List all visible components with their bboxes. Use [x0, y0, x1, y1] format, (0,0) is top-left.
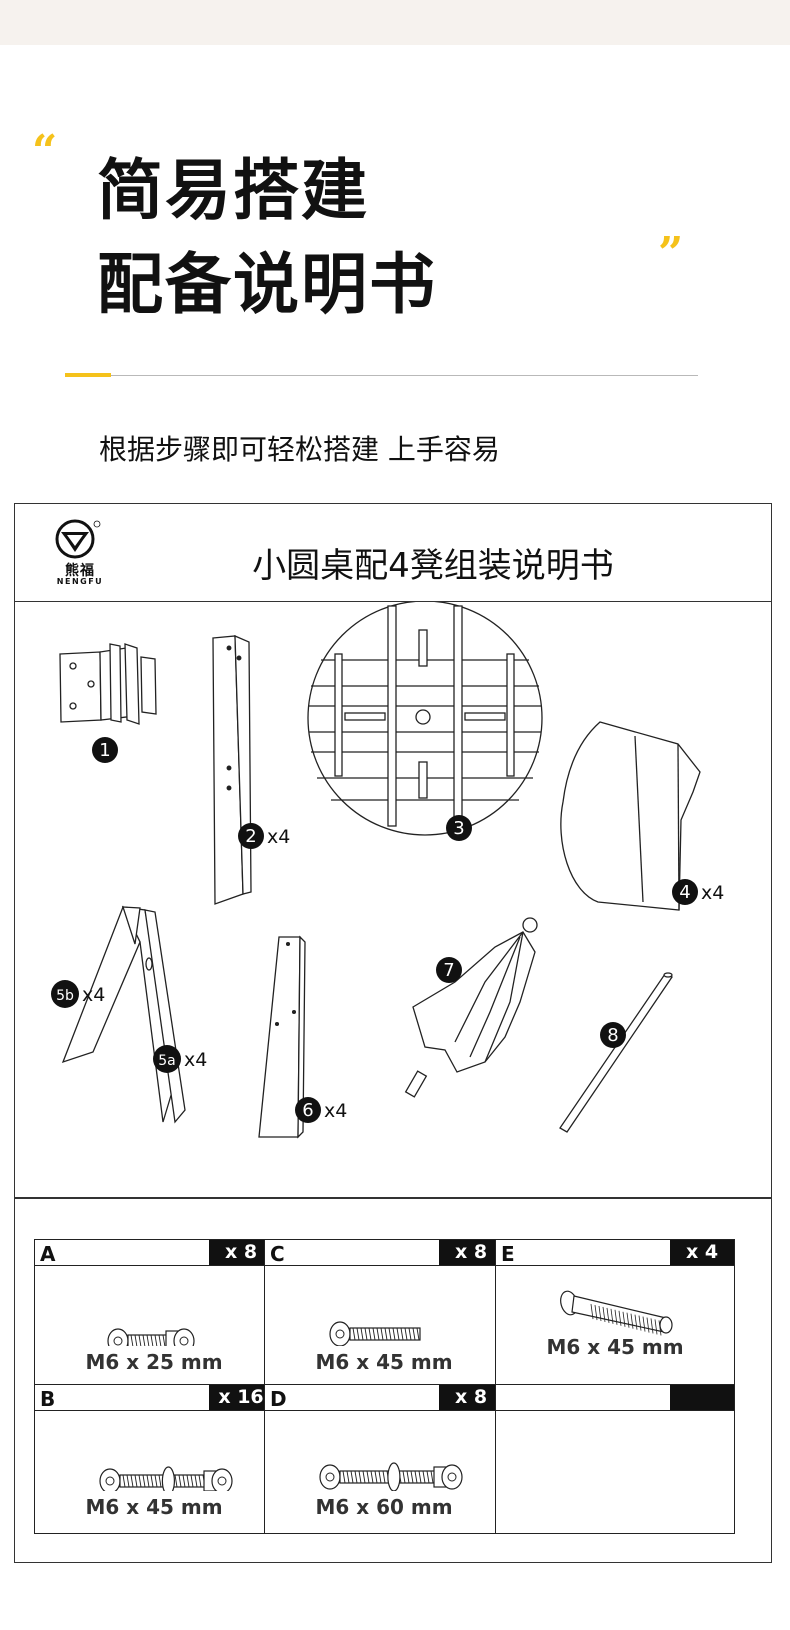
- part-number-5b: 5b: [56, 988, 74, 1004]
- bolt-icon: [107, 1328, 195, 1346]
- brand-emblem-icon: [55, 519, 101, 559]
- part-badge-4: 4 x4: [672, 879, 724, 905]
- hardware-letter: D: [270, 1387, 287, 1411]
- hardware-qty: x 8: [439, 1240, 503, 1265]
- hardware-spec: M6 x 45 mm: [315, 1350, 453, 1374]
- hardware-letter: A: [40, 1242, 56, 1266]
- hardware-cell-header: [496, 1385, 734, 1411]
- close-quote-mark: ”: [658, 228, 684, 279]
- part-number-2: 2: [245, 826, 256, 847]
- part-number-4: 4: [679, 882, 690, 903]
- part-number-badges: 1 2 x4 3 4 x4 5b x4 5a x4 6 x4 7 8: [51, 737, 724, 1123]
- part-1-bracket-drawing: [59, 643, 157, 725]
- part-badge-6: 6 x4: [295, 1097, 347, 1123]
- part-qty-5a: x4: [184, 1049, 207, 1071]
- hardware-spec: M6 x 25 mm: [85, 1350, 223, 1374]
- part-number-3: 3: [453, 818, 464, 839]
- headline-line-2: 配备说明书: [97, 246, 437, 323]
- part-badge-1: 1: [92, 737, 118, 763]
- part-qty-5b: x4: [82, 984, 105, 1006]
- headline-line-1: 简易搭建: [97, 152, 369, 229]
- assembly-manual-sheet: 熊福 NENGFU 小圆桌配4凳组装说明书: [14, 503, 772, 1563]
- hardware-qty: x 8: [439, 1385, 503, 1410]
- brand-logo: 熊福 NENGFU: [47, 518, 113, 594]
- hardware-spec: M6 x 45 mm: [546, 1335, 684, 1359]
- part-number-6: 6: [302, 1100, 313, 1121]
- divider-accent: [65, 373, 111, 377]
- part-badge-2: 2 x4: [238, 823, 290, 849]
- part-badge-5a: 5a x4: [153, 1045, 207, 1073]
- divider-line: [65, 375, 698, 376]
- brand-name-cn: 熊福: [65, 563, 95, 579]
- part-number-5a: 5a: [158, 1053, 176, 1069]
- brand-name-en: NENGFU: [56, 577, 104, 586]
- top-banner-strip: [0, 0, 790, 45]
- part-7-umbrella-drawing: [404, 917, 538, 1098]
- part-number-1: 1: [99, 740, 110, 761]
- hardware-spec: M6 x 60 mm: [315, 1495, 453, 1519]
- part-badge-5b: 5b x4: [51, 980, 105, 1008]
- part-number-8: 8: [607, 1025, 618, 1046]
- section-divider: [15, 1197, 771, 1199]
- hardware-qty: x 8: [209, 1240, 273, 1265]
- part-3-tabletop-drawing: [307, 602, 543, 836]
- manual-header: 熊福 NENGFU 小圆桌配4凳组装说明书: [15, 504, 771, 602]
- bolt-icon: [329, 1321, 421, 1346]
- part-qty-6: x4: [324, 1100, 347, 1122]
- bolt-icon: [99, 1466, 233, 1491]
- bolt-icon: [560, 1290, 673, 1336]
- part-8-pole-drawing: [559, 972, 673, 1133]
- hardware-letter: C: [270, 1242, 285, 1266]
- hardware-qty: [670, 1385, 734, 1410]
- part-qty-2: x4: [267, 826, 290, 848]
- subtitle: 根据步骤即可轻松搭建 上手容易: [99, 433, 500, 466]
- part-qty-4: x4: [701, 882, 724, 904]
- part-number-7: 7: [443, 960, 454, 981]
- open-quote-mark: “: [32, 126, 58, 177]
- hardware-cell-empty: [495, 1384, 735, 1534]
- part-badge-3: 3: [446, 815, 472, 841]
- hardware-qty: x 16: [209, 1385, 273, 1410]
- hardware-spec: M6 x 45 mm: [85, 1495, 223, 1519]
- part-badge-7: 7: [436, 957, 462, 983]
- bolt-icon: [319, 1462, 463, 1491]
- hardware-letter: B: [40, 1387, 56, 1411]
- manual-title: 小圆桌配4凳组装说明书: [252, 546, 614, 586]
- part-6-plank-drawing: [258, 935, 306, 1139]
- hardware-letter: E: [501, 1242, 515, 1266]
- hardware-qty: x 4: [670, 1240, 734, 1265]
- part-badge-8: 8: [600, 1022, 626, 1048]
